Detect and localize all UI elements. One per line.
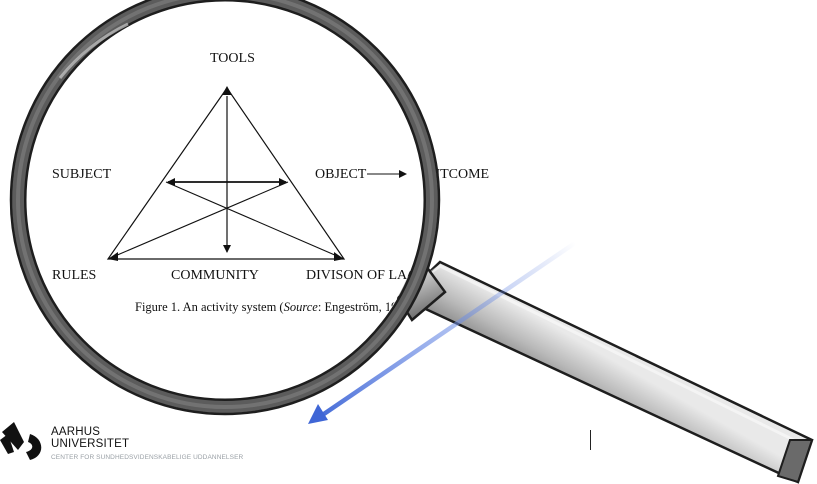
- footer-divider: [590, 430, 591, 450]
- node-object: OBJECT: [315, 167, 367, 182]
- aarhus-university-emblem: [0, 420, 44, 464]
- university-logo: AARHUS UNIVERSITET CENTER FOR SUNDHEDSVI…: [0, 420, 320, 468]
- node-division-of-labour: DIVISON OF LA: [306, 268, 408, 283]
- node-subject: SUBJECT: [52, 167, 112, 182]
- university-department: CENTER FOR SUNDHEDSVIDENSKABELIGE UDDANN…: [51, 454, 243, 461]
- node-rules: RULES: [52, 268, 96, 283]
- figure-caption: Figure 1. An activity system (Source: En…: [135, 300, 404, 314]
- university-name: AARHUS UNIVERSITET: [51, 426, 129, 450]
- magnifier-handle: [402, 262, 812, 482]
- node-tools: TOOLS: [210, 51, 255, 66]
- node-community: COMMUNITY: [171, 268, 259, 283]
